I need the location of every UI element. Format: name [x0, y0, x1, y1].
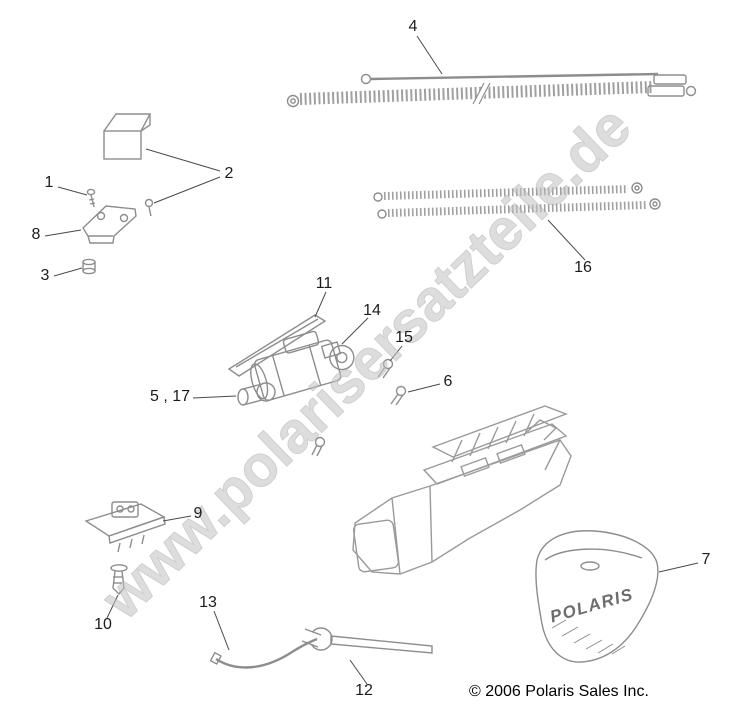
front-bumper-drawing — [352, 405, 572, 575]
bracket-screw-drawing — [86, 188, 96, 208]
polaris-logo-text: POLARIS — [548, 585, 636, 627]
callout-2: 2 — [224, 165, 234, 182]
callout-4: 4 — [408, 18, 418, 35]
wrench-drawing — [301, 627, 433, 654]
winch-assembly-drawing — [227, 314, 355, 406]
copyright-text: © 2006 Polaris Sales Inc. — [469, 683, 649, 700]
push-rivet-drawing — [110, 564, 128, 596]
callout-15: 15 — [395, 329, 413, 346]
callout-13: 13 — [199, 594, 217, 611]
watermark-text: www.polarisersatzteile.de — [89, 93, 643, 632]
leader-lines — [44, 35, 699, 685]
winch-power-cable-drawing — [286, 72, 697, 108]
relay-screw-drawing — [144, 198, 154, 217]
battery-cables-drawing — [373, 182, 661, 219]
watermark: www.polarisersatzteile.de — [88, 93, 643, 633]
callout-1: 1 — [44, 174, 54, 191]
callout-16: 16 — [574, 259, 592, 276]
callout-5-17: 5 , 17 — [149, 388, 191, 405]
winch-screws-drawing — [311, 358, 407, 457]
mount-bracket-drawing — [82, 205, 137, 244]
callout-11: 11 — [315, 275, 333, 292]
relay-box-drawing — [103, 113, 152, 160]
front-fascia-drawing: POLARIS — [535, 530, 659, 663]
cable-lanyard-drawing — [209, 637, 318, 669]
bushing-drawing — [82, 258, 96, 275]
callout-12: 12 — [355, 682, 373, 699]
callout-3: 3 — [40, 267, 50, 284]
callout-10: 10 — [94, 616, 112, 633]
callout-8: 8 — [31, 226, 41, 243]
winch-switch-drawing — [84, 501, 166, 553]
callout-14: 14 — [363, 302, 381, 319]
callout-7: 7 — [701, 551, 711, 568]
callout-6: 6 — [443, 373, 453, 390]
callout-9: 9 — [193, 505, 203, 522]
